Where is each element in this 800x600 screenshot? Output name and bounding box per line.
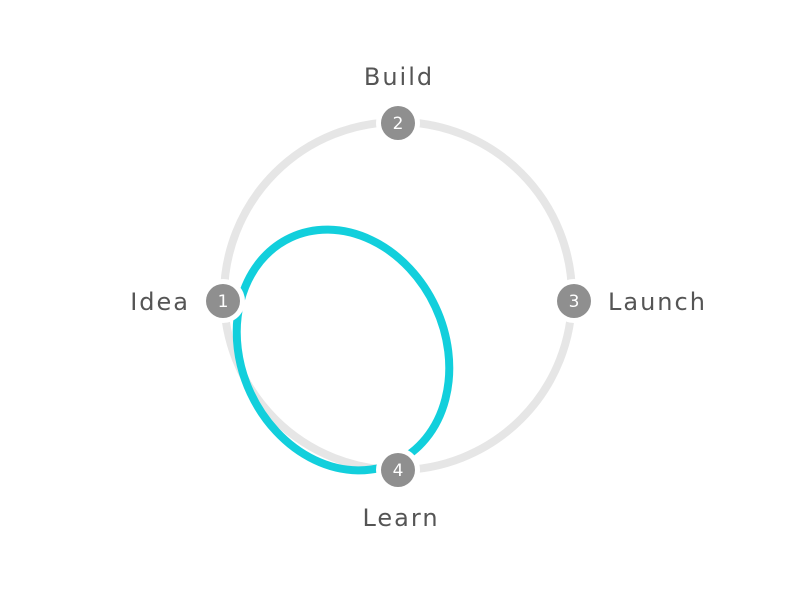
stage-label-launch: Launch xyxy=(608,288,707,316)
stage-node-build: 2 xyxy=(381,106,415,140)
stage-label-build: Build xyxy=(364,63,434,91)
stage-number-learn: 4 xyxy=(393,461,404,481)
stage-node-idea: 1 xyxy=(206,284,240,318)
stage-node-launch: 3 xyxy=(557,284,591,318)
stage-node-learn: 4 xyxy=(381,453,415,487)
stage-number-launch: 3 xyxy=(569,292,580,312)
stage-label-learn: Learn xyxy=(362,504,439,532)
stage-badge-learn xyxy=(381,453,415,487)
cycle-ring xyxy=(220,118,576,474)
stage-number-build: 2 xyxy=(393,114,404,134)
stage-badge-idea xyxy=(206,284,240,318)
stage-label-idea: Idea xyxy=(130,288,190,316)
stage-badge-launch xyxy=(557,284,591,318)
stage-badge-build xyxy=(381,106,415,140)
stage-number-idea: 1 xyxy=(218,292,229,312)
